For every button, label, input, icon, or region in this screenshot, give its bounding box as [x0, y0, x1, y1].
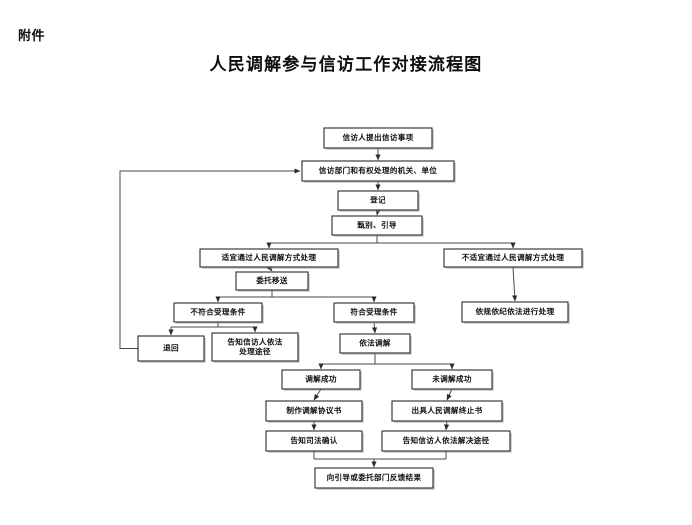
attachment-label: 附件	[18, 29, 46, 44]
flow-connector	[446, 388, 453, 401]
node-label: 未调解成功	[432, 374, 472, 384]
node-label: 信访部门和有权处理的机关、单位	[319, 165, 438, 175]
node-label: 登记	[369, 195, 386, 205]
node-box	[265, 400, 363, 422]
node-box	[199, 248, 339, 268]
node-label: 信访人提出信访事项	[342, 132, 413, 142]
flow-node[interactable]: 信访人提出信访事项	[323, 127, 434, 150]
node-label: 符合受理条件	[350, 307, 397, 317]
flow-node[interactable]: 制作调解协议书	[265, 400, 364, 423]
node-label: 不适宜通过人民调解方式处理	[462, 252, 565, 262]
flow-node[interactable]: 退回	[137, 335, 206, 363]
node-box	[265, 430, 363, 452]
node-box	[235, 271, 309, 291]
node-box	[323, 127, 433, 149]
flow-node[interactable]: 向引导或委托部门反馈结果	[314, 467, 435, 490]
flow-node[interactable]: 调解成功	[281, 369, 362, 391]
node-box	[333, 302, 415, 323]
node-box	[281, 369, 361, 390]
node-box	[391, 400, 503, 422]
node-label: 退回	[163, 344, 179, 353]
flow-node[interactable]: 依规依纪依法进行处理	[461, 301, 570, 324]
node-layer: 信访人提出信访事项信访部门和有权处理的机关、单位登记甄别、引导适宜通过人民调解方…	[137, 127, 584, 490]
node-label: 依法调解	[359, 338, 391, 348]
flow-node[interactable]: 登记	[337, 190, 420, 212]
flow-node[interactable]: 不符合受理条件	[173, 302, 264, 324]
flow-node[interactable]: 告知司法确认	[265, 430, 364, 453]
page-title: 人民调解参与信访工作对接流程图	[209, 55, 483, 75]
flow-connector	[371, 321, 378, 334]
node-label: 制作调解协议书	[286, 405, 341, 415]
flow-node[interactable]: 依法调解	[339, 333, 412, 355]
flow-node[interactable]: 告知信访人依法解决途径	[381, 430, 512, 453]
node-box	[337, 190, 419, 211]
flow-node[interactable]: 适宜通过人民调解方式处理	[199, 248, 340, 269]
node-label: 调解成功	[305, 374, 337, 384]
node-box	[381, 430, 511, 452]
node-box	[331, 215, 423, 236]
node-label: 向引导或委托部门反馈结果	[327, 472, 422, 482]
node-box	[339, 333, 411, 354]
node-label: 不符合受理条件	[190, 307, 245, 317]
node-box	[137, 335, 205, 362]
flow-connector	[119, 168, 301, 349]
node-box	[314, 467, 434, 489]
node-label: 处理途径	[238, 346, 271, 356]
node-box	[301, 160, 455, 182]
node-box	[443, 248, 583, 268]
flow-connector	[313, 388, 322, 401]
node-label: 甄别、引导	[357, 220, 397, 230]
flow-node[interactable]: 出具人民调解终止书	[391, 400, 504, 423]
flow-node[interactable]: 不适宜通过人民调解方式处理	[443, 248, 584, 269]
flow-node[interactable]: 未调解成功	[411, 369, 494, 391]
node-box	[411, 369, 493, 390]
flow-node[interactable]: 符合受理条件	[333, 302, 416, 324]
node-label: 告知信访人依法	[227, 336, 282, 346]
node-box	[173, 302, 263, 323]
flow-node[interactable]: 甄别、引导	[331, 215, 424, 237]
node-box	[211, 332, 299, 362]
flow-node[interactable]: 委托移送	[235, 271, 310, 292]
flow-connector	[512, 266, 518, 302]
node-label: 告知司法确认	[290, 435, 337, 445]
node-label: 告知信访人依法解决途径	[403, 435, 490, 445]
node-label: 出具人民调解终止书	[411, 405, 482, 415]
node-box	[461, 301, 569, 323]
node-label: 依规依纪依法进行处理	[476, 306, 555, 316]
node-label: 委托移送	[256, 275, 288, 285]
flow-node[interactable]: 信访部门和有权处理的机关、单位	[301, 160, 456, 183]
node-label: 适宜通过人民调解方式处理	[222, 252, 317, 262]
